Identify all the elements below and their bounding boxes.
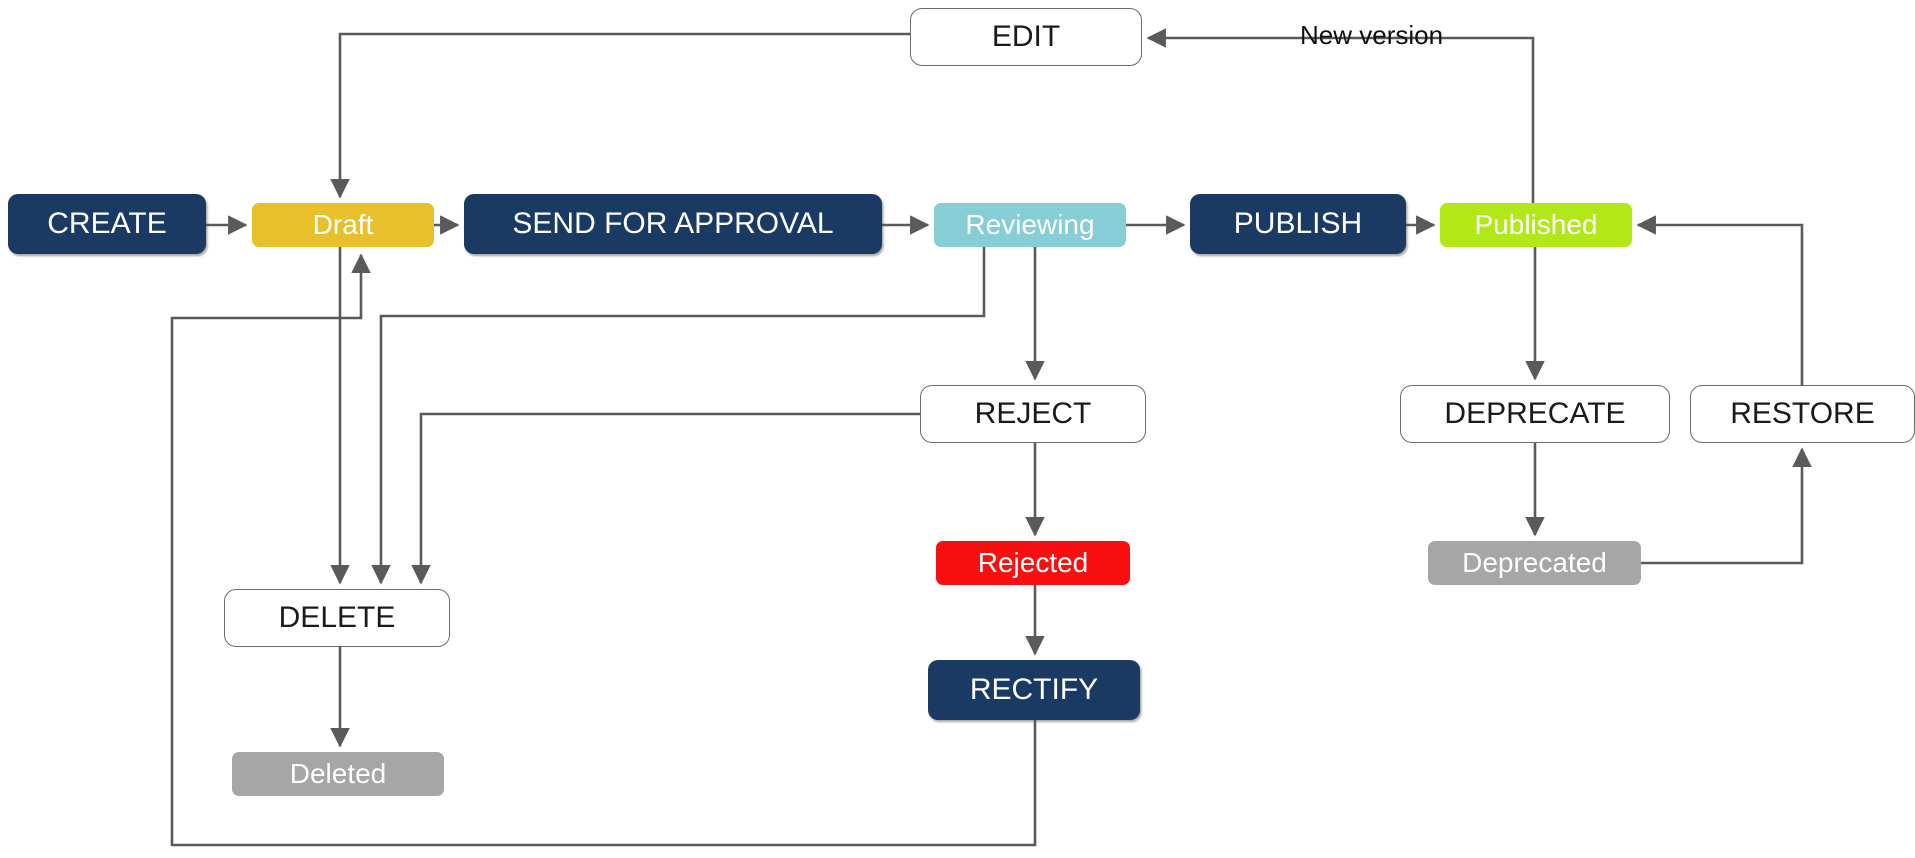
node-restore[interactable]: RESTORE bbox=[1690, 385, 1915, 443]
node-deleted[interactable]: Deleted bbox=[232, 752, 444, 796]
node-rectify[interactable]: RECTIFY bbox=[928, 660, 1140, 720]
node-edit[interactable]: EDIT bbox=[910, 8, 1142, 66]
node-create[interactable]: CREATE bbox=[8, 194, 206, 254]
edge-reviewing-to-delete bbox=[371, 247, 986, 585]
node-deprecated[interactable]: Deprecated bbox=[1428, 541, 1641, 585]
node-draft[interactable]: Draft bbox=[252, 203, 434, 247]
edge-label-new-version: New version bbox=[1300, 20, 1444, 50]
edge-published-to-edit bbox=[1146, 28, 1535, 203]
node-send-for-approval[interactable]: SEND FOR APPROVAL bbox=[464, 194, 882, 254]
edge-reject-to-delete bbox=[411, 412, 920, 585]
edge-edit-to-draft bbox=[330, 32, 910, 199]
edge-rectify-to-draft bbox=[170, 253, 1037, 847]
node-delete[interactable]: DELETE bbox=[224, 589, 450, 647]
node-publish[interactable]: PUBLISH bbox=[1190, 194, 1406, 254]
edge-deprecated-to-restore bbox=[1641, 447, 1812, 565]
node-reviewing[interactable]: Reviewing bbox=[934, 203, 1126, 247]
node-deprecate[interactable]: DEPRECATE bbox=[1400, 385, 1670, 443]
edge-restore-to-published bbox=[1636, 215, 1804, 385]
node-rejected[interactable]: Rejected bbox=[936, 541, 1130, 585]
node-reject[interactable]: REJECT bbox=[920, 385, 1146, 443]
node-published[interactable]: Published bbox=[1440, 203, 1632, 247]
